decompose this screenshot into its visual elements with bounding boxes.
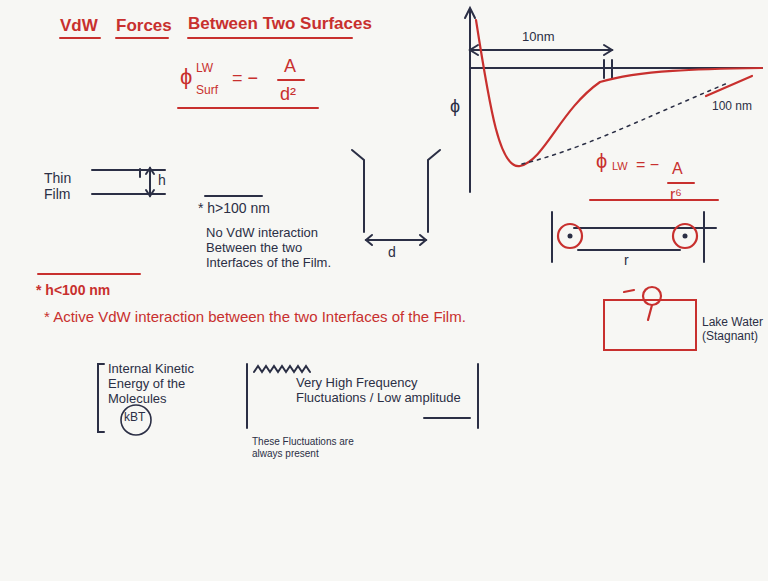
board-label: Very High Frequency Fluctuations / Low a…	[296, 376, 471, 406]
board-label: ϕ	[180, 64, 192, 89]
board-label: LW	[196, 62, 213, 76]
board-label: r⁶	[670, 186, 682, 204]
board-label: LW	[612, 160, 628, 173]
board-label: * h>100 nm	[198, 200, 270, 216]
board-label: Thin Film	[44, 170, 86, 202]
board-label: Between Two Surfaces	[188, 14, 372, 34]
board-label: These Fluctuations are always present	[252, 436, 362, 459]
board-label: Internal Kinetic Energy of the Molecules	[108, 362, 238, 407]
board-label: d	[388, 244, 396, 260]
board-label: A	[672, 160, 683, 178]
board-label: d²	[280, 84, 296, 105]
board-label: ϕ	[596, 150, 607, 173]
board-label: Surf	[196, 84, 218, 98]
board-label: = −	[232, 68, 258, 89]
board-label: * Active VdW interaction between the two…	[44, 308, 644, 325]
board-label: Forces	[116, 16, 172, 36]
board-label: 10nm	[522, 30, 555, 45]
board-label: No VdW interaction Between the two Inter…	[206, 226, 356, 271]
board-label: ϕ	[450, 96, 460, 117]
board-label: 100 nm	[712, 100, 752, 114]
board-label: VdW	[60, 16, 98, 36]
board-label: Lake Water (Stagnant)	[702, 316, 764, 344]
board-label: A	[284, 56, 296, 77]
board-label: h	[158, 172, 166, 188]
board-label: = −	[636, 156, 659, 174]
board-label: kBT	[124, 411, 145, 425]
board-label: * h<100 nm	[36, 282, 110, 298]
board-label: r	[624, 252, 629, 268]
